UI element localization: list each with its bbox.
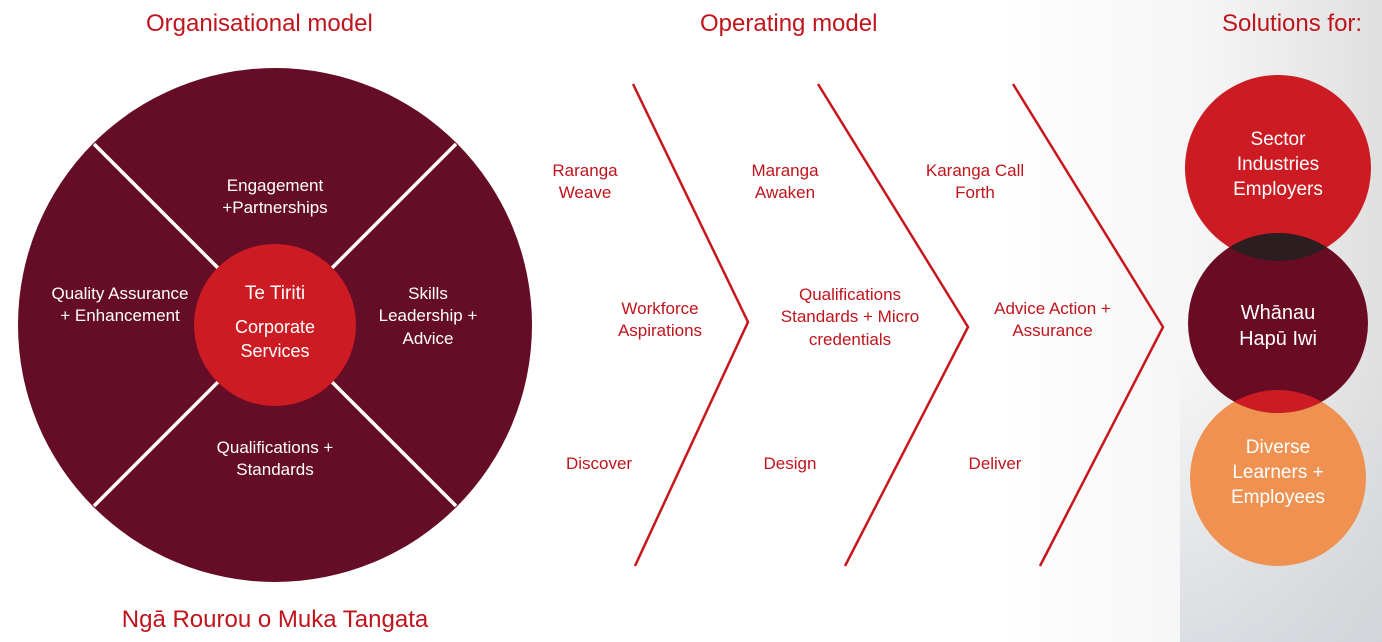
- stage-1-maori: Raranga Weave: [552, 161, 618, 203]
- chevron-deliver: [1011, 83, 1165, 567]
- wheel-center-te-tiriti: Te Tiriti: [244, 283, 306, 304]
- org-wheel-center: [194, 244, 356, 406]
- stage-3-focus: Advice Action + Assurance: [994, 299, 1111, 341]
- stage-2-phase: Design: [763, 454, 817, 473]
- stage-1-focus: Workforce Aspirations: [617, 299, 703, 341]
- wheel-center-corporate-services: Corporate Services: [234, 317, 316, 361]
- solution-label-whanau: Whānau Hapū Iwi: [1239, 302, 1317, 351]
- wheel-label-engagement: Engagement +Partnerships: [222, 176, 328, 218]
- circle-whanau-hapu-iwi: [1188, 233, 1368, 413]
- stage-2-focus: Qualifications Standards + Micro credent…: [780, 285, 920, 349]
- heading-solutions-for: Solutions for:: [1222, 10, 1363, 37]
- circle-sector-industries-employers: [1185, 75, 1371, 261]
- heading-operating-model: Operating model: [700, 10, 878, 37]
- stage-3-maori: Karanga Call Forth: [925, 161, 1025, 203]
- solution-label-diverse: Diverse Learners + Employees: [1231, 437, 1325, 509]
- wheel-label-quality-assurance: Quality Assurance + Enhancement: [51, 284, 189, 326]
- org-model-caption: Ngā Rourou o Muka Tangata: [121, 606, 429, 633]
- stage-1-phase: Discover: [565, 454, 633, 473]
- wheel-label-skills-leadership: Skills Leadership + Advice: [378, 284, 478, 348]
- stage-3-phase: Deliver: [968, 454, 1022, 473]
- chevron-discover: [631, 83, 750, 567]
- wheel-label-qualifications: Qualifications + Standards: [216, 438, 334, 480]
- heading-organisational-model: Organisational model: [146, 10, 373, 37]
- chevron-design: [816, 83, 970, 567]
- circle-diverse-learners-employees: [1190, 390, 1366, 566]
- solution-label-sector: Sector Industries Employers: [1233, 129, 1323, 201]
- stage-2-maori: Maranga Awaken: [751, 161, 819, 203]
